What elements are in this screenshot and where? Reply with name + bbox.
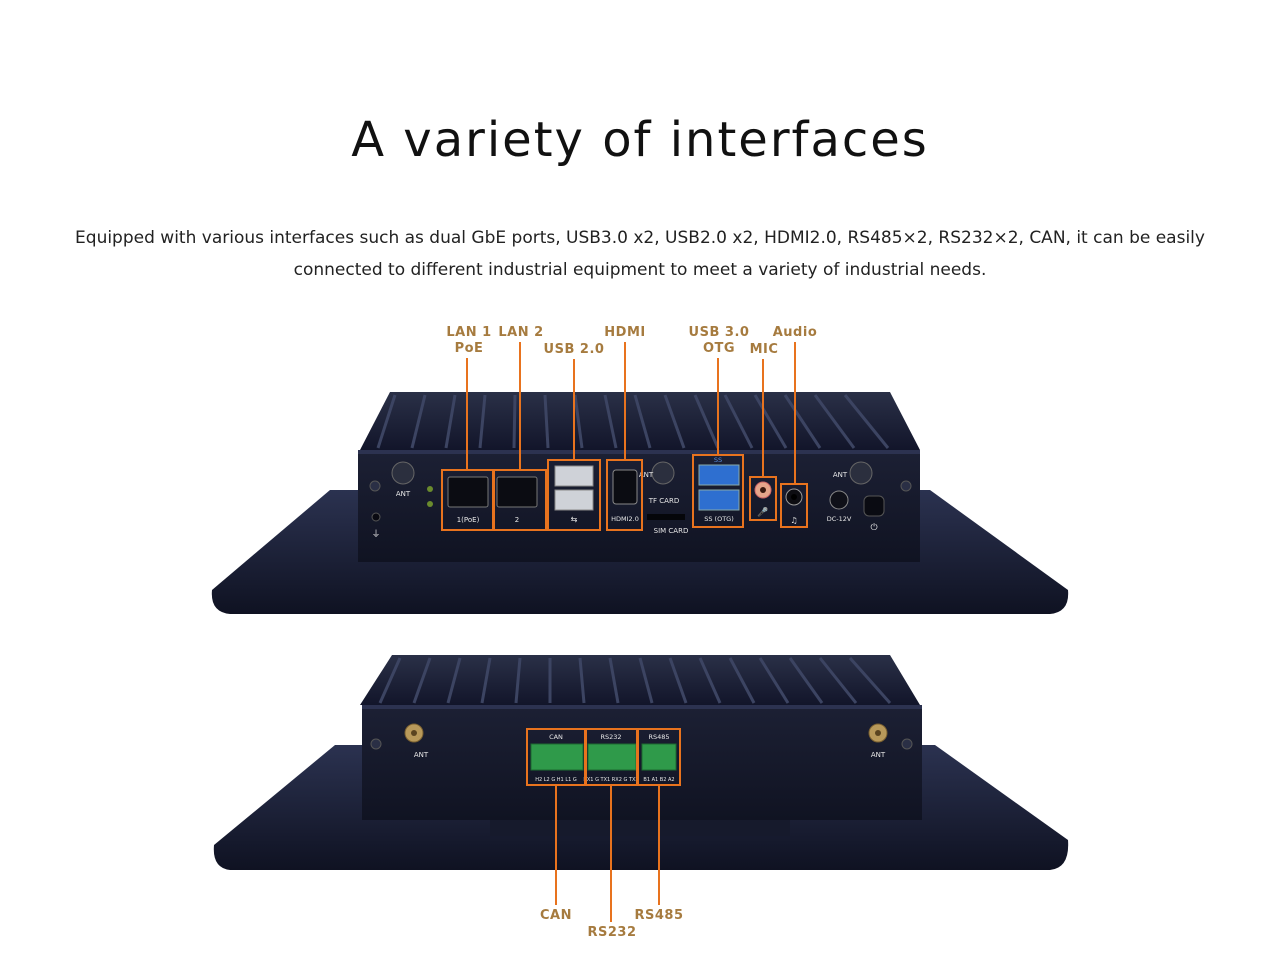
rear-leader-lines: [555, 785, 660, 922]
screw-icon: [369, 480, 381, 492]
label-audio: Audio: [772, 325, 818, 340]
antenna-icon: [849, 461, 873, 485]
front-heatsink: [360, 392, 920, 450]
usb3-top-print: SS: [714, 456, 722, 464]
rs485-pins-print: B1 A1 B2 A2: [643, 777, 674, 783]
headphone-icon: ♫: [790, 516, 797, 525]
dc-jack-icon: [829, 490, 849, 510]
rs485-header-print: RS485: [648, 733, 669, 741]
label-rs232: RS232: [587, 925, 637, 940]
front-leader-lines: [466, 342, 796, 484]
front-heatsink-fins: [376, 394, 890, 449]
lan2-port-icon: [496, 476, 538, 508]
ant-mid-print: ANT: [639, 471, 654, 479]
label-can: CAN: [540, 908, 572, 923]
usb20-top-icon: [554, 465, 594, 487]
can-pins-print: H2 L2 G H1 L1 G: [535, 777, 577, 783]
usb30-top-icon: [698, 464, 740, 486]
label-mic: MIC: [749, 342, 779, 357]
label-usb20: USB 2.0: [543, 342, 605, 357]
screw-icon: [900, 480, 912, 492]
screw-icon: [901, 738, 913, 750]
label-lan2: LAN 2: [498, 325, 544, 340]
hdmi-port-print: HDMI2.0: [611, 515, 639, 523]
can-terminal-block: [530, 743, 584, 771]
svg-text:⏻: ⏻: [870, 522, 877, 533]
label-hdmi: HDMI: [604, 325, 646, 340]
label-lan1: LAN 1 PoE: [446, 325, 492, 356]
ant-left-print: ANT: [396, 490, 411, 498]
page-title: A variety of interfaces: [351, 112, 929, 168]
rear-ant-left-print: ANT: [414, 751, 429, 759]
rear-device: ANT ANT CAN RS232 RS485 H2 L2 G H1 L1 G …: [213, 655, 1069, 870]
label-usb30: USB 3.0 OTG: [688, 325, 750, 356]
hdmi-port-icon: [612, 469, 638, 505]
rs232-header-print: RS232: [600, 733, 621, 741]
lan2-port-print: 2: [515, 516, 519, 524]
can-header-print: CAN: [549, 733, 563, 741]
tf-card-print: TF CARD: [648, 497, 679, 505]
front-device: ANT ⏚ 1(PoE) 2 ⇆ HDMI2.0 ANT TF CARD SIM…: [211, 392, 1069, 614]
usb-symbol-print: ⇆: [571, 515, 578, 524]
rs232-terminal-block: [587, 743, 637, 771]
ant-right-print: ANT: [833, 471, 848, 479]
antenna-icon: [391, 461, 415, 485]
screw-icon: [370, 738, 382, 750]
label-rs485: RS485: [634, 908, 684, 923]
antenna-icon: [651, 461, 675, 485]
rs232-pins-print: RX1 G TX1 RX2 G TX2: [583, 777, 638, 783]
power-button-icon: [863, 495, 885, 517]
rs485-terminal-block: [641, 743, 677, 771]
mic-icon: 🎤: [757, 506, 768, 518]
rear-heatsink-fins: [378, 657, 892, 704]
rear-ant-right-print: ANT: [871, 751, 886, 759]
lan1-port-icon: [447, 476, 489, 508]
svg-text:⏚: ⏚: [371, 529, 380, 540]
dc-print: DC-12V: [827, 515, 852, 523]
usb30-bottom-icon: [698, 489, 740, 511]
usb20-bottom-icon: [554, 489, 594, 511]
page-description: Equipped with various interfaces such as…: [75, 228, 1205, 280]
usb3-bottom-print: SS (OTG): [704, 515, 734, 523]
lan1-port-print: 1(PoE): [457, 516, 480, 524]
sim-card-print: SIM CARD: [654, 527, 689, 535]
